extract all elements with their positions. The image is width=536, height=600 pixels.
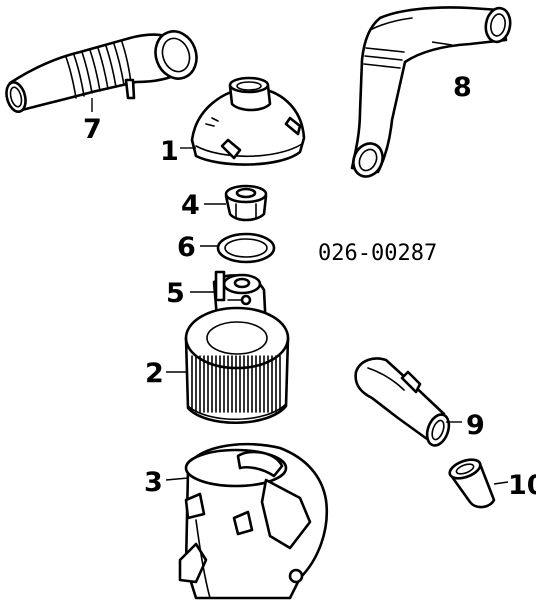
callout-4: 4 [181,190,200,221]
part-10-hose-sleeve [448,458,509,509]
callout-9: 9 [466,410,485,441]
callout-8: 8 [453,72,472,103]
part-9-elbow-hose [354,357,462,447]
part-3-lower-housing [165,442,329,600]
part-4-valve [204,184,268,222]
part-2-filter-element [166,306,290,424]
callout-3: 3 [144,467,163,498]
part-8-intake-duct [350,6,512,178]
part-6-gasket [200,232,276,264]
part-number: 026-00287 [318,241,437,266]
part-1-upper-cover [180,76,306,166]
filter-pleats [191,355,281,413]
callout-6: 6 [177,232,196,263]
callout-2: 2 [145,358,164,389]
callout-10: 10 [508,470,536,501]
part-7-intake-hose [5,30,198,113]
callout-7: 7 [83,114,102,145]
callout-5: 5 [166,278,185,309]
callout-1: 1 [160,136,179,167]
